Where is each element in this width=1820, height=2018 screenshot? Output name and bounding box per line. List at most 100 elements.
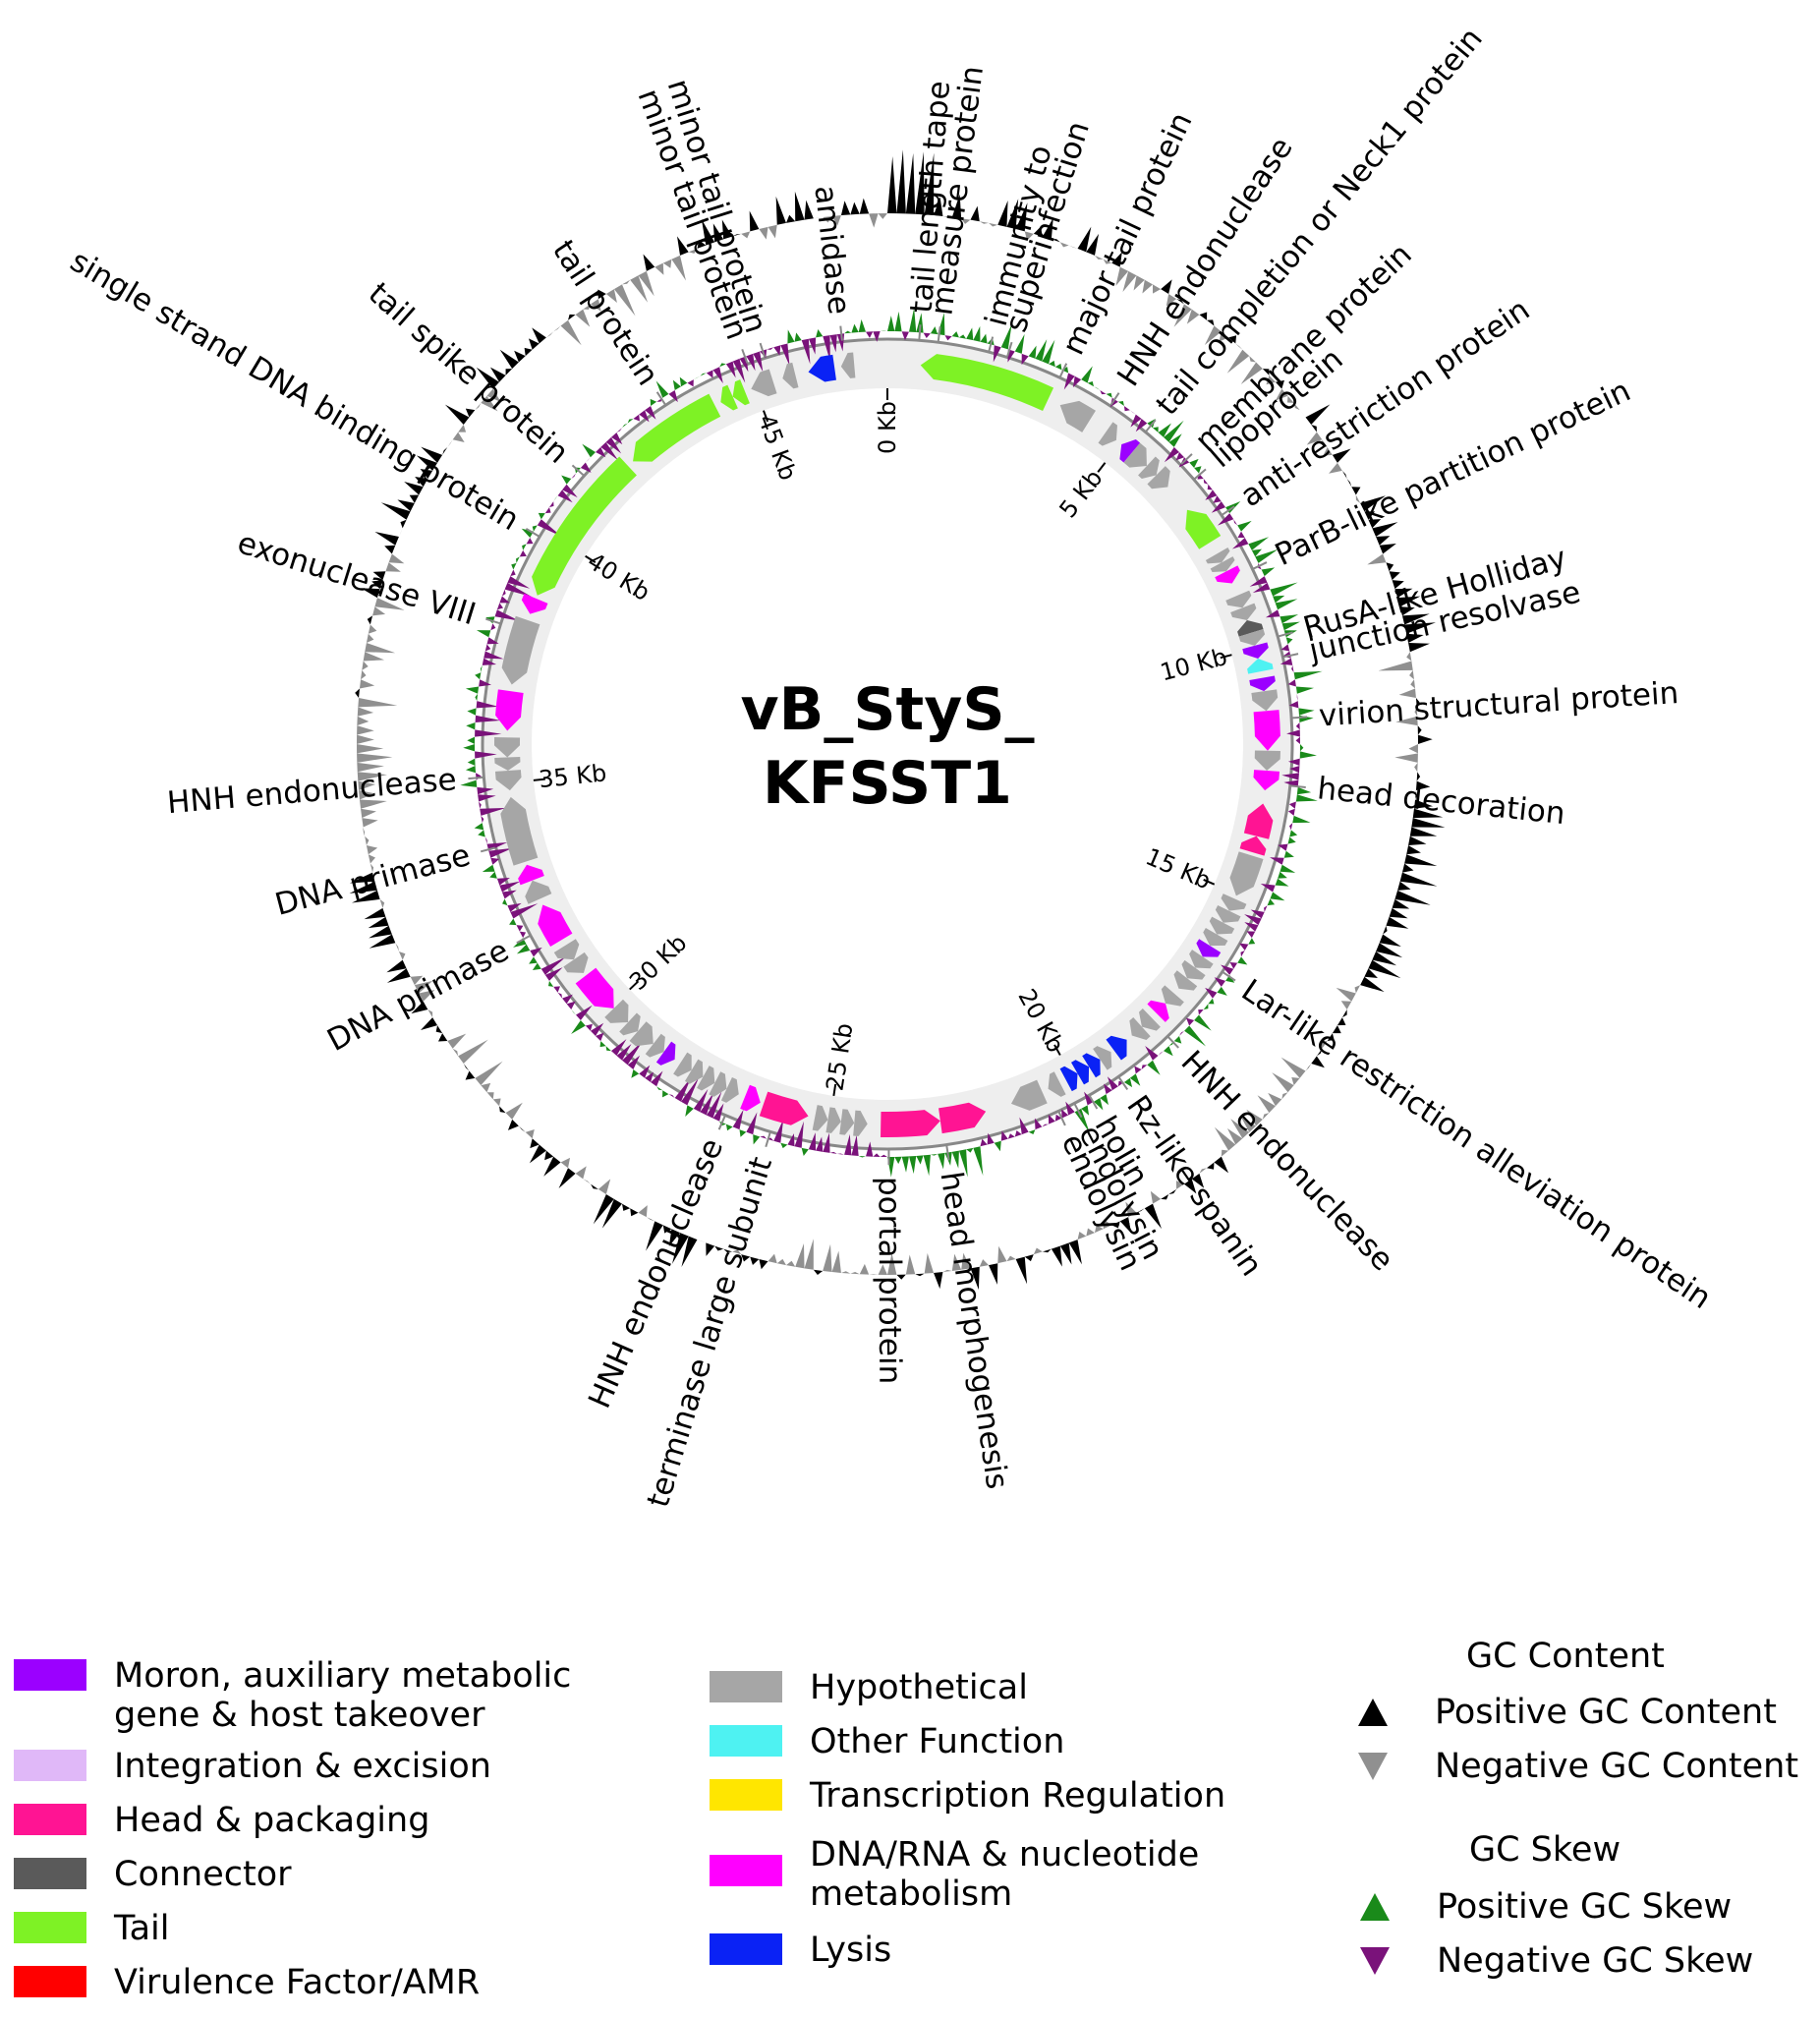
genome-title-line-2: KFSST1 (763, 749, 1012, 818)
gene-arrow-hypothetical (1138, 456, 1160, 480)
gene-annotation-label: tail protein (545, 234, 665, 392)
gene-annotation-label: head decoration (1316, 771, 1567, 832)
kb-label: 15 Kb (1142, 842, 1216, 894)
gene-arrow-head (759, 1091, 809, 1125)
legend-swatch-transcription (710, 1779, 782, 1811)
gene-arrow-hypothetical (709, 1071, 727, 1097)
gene-arrow-lysis (1071, 1060, 1090, 1085)
legend-item-connector: Connector (14, 1855, 292, 1894)
gene-arrow-hypothetical (1210, 556, 1235, 572)
annotation-tick (759, 342, 767, 358)
legend-item-dna: DNA/RNA & nucleotide metabolism (710, 1835, 1260, 1914)
annotation-tick (1253, 561, 1268, 570)
gene-arrow-dna (575, 967, 614, 1009)
gene-arrow-hypothetical (629, 1021, 654, 1047)
gene-arrow-tail (920, 354, 1054, 412)
annotation-tick (1222, 505, 1235, 516)
gene-arrow-hypothetical (1229, 851, 1264, 896)
annotation-tick (1193, 468, 1207, 480)
gene-arrow-hypothetical (684, 1059, 704, 1084)
gene-arrow-lysis (1059, 1066, 1078, 1092)
legend-label-dna: DNA/RNA & nucleotide metabolism (810, 1835, 1200, 1914)
legend-swatch-other (710, 1725, 782, 1757)
kb-tick (629, 980, 640, 991)
gene-arrow-head (1239, 836, 1267, 856)
legend-item-transcription: Transcription Regulation (710, 1776, 1225, 1816)
gene-arrow-other (1247, 658, 1274, 674)
annotation-tick (1145, 419, 1157, 432)
gene-arrow-hypothetical (501, 615, 540, 685)
gene-arrow-head (1243, 803, 1274, 839)
gene-arrow-hypothetical (619, 1012, 641, 1036)
legend-swatch-integration (14, 1750, 86, 1781)
legend-swatch-dna (710, 1855, 782, 1886)
kb-tick (1203, 879, 1216, 886)
outer-ring-line (481, 337, 1294, 1151)
gc-skew-negative-label: Negative GC Skew (1437, 1941, 1754, 1981)
annotation-tick (988, 336, 995, 352)
annotation-tick (1290, 784, 1306, 788)
annotation-tick (918, 324, 922, 340)
annotation-tick (717, 1116, 726, 1130)
annotation-tick (945, 1145, 950, 1161)
gc-content-positive-label: Positive GC Content (1435, 1693, 1777, 1732)
legend-item-moron: Moron, auxiliary metabolic gene & host t… (14, 1656, 623, 1735)
gene-arrow-hypothetical (825, 1107, 841, 1133)
genome-title-line-1: vB_StyS_ (740, 675, 1034, 744)
gene-annotation-label: exonuclease VIII (233, 525, 480, 632)
gene-arrow-hypothetical (1189, 950, 1214, 969)
gene-arrow-hypothetical (1251, 689, 1279, 712)
gene-annotation-label: terminase large subunit (641, 1153, 779, 1512)
gene-arrow-hypothetical (1123, 442, 1147, 468)
gene-arrow-tail (732, 379, 750, 406)
legend-item-tail: Tail (14, 1909, 169, 1948)
gene-arrow-hypothetical (853, 1110, 868, 1136)
gene-arrow-head (881, 1110, 940, 1138)
gene-arrow-dna (1253, 770, 1280, 791)
legend-label-head: Head & packaging (114, 1801, 430, 1840)
gene-annotation-label: ParB-like partition protein (1270, 373, 1636, 573)
negative-gc-skew-marker (1360, 1947, 1390, 1975)
legend-label-lysis: Lysis (810, 1931, 892, 1970)
gene-arrow-tail (1185, 509, 1222, 549)
annotation-tick (765, 1132, 771, 1148)
kb-label: 35 Kb (538, 759, 608, 793)
gene-arrow-moron (1196, 939, 1222, 957)
gene-annotation-label: amidase (807, 184, 856, 317)
annotation-tick (1278, 631, 1293, 638)
legend-label-transcription: Transcription Regulation (810, 1776, 1226, 1816)
gene-arrow-hypothetical (1225, 590, 1252, 608)
annotation-tick (839, 325, 843, 341)
gene-arrow-hypothetical (1048, 1071, 1066, 1097)
kb-label: 25 Kb (821, 1021, 858, 1093)
gene-arrow-hypothetical (525, 880, 552, 904)
legend-item-integration: Integration & excision (14, 1747, 491, 1786)
gene-arrow-hypothetical (720, 1076, 739, 1103)
kb-label: 20 Kb (1012, 984, 1069, 1057)
gene-arrow-hypothetical (1129, 1016, 1151, 1040)
annotation-tick (1058, 363, 1068, 377)
legend-swatch-virulence (14, 1966, 86, 1997)
gene-arrow-hypothetical (1139, 1009, 1161, 1031)
annotation-tick (741, 348, 749, 364)
legend-swatch-connector (14, 1858, 86, 1889)
gene-arrow-connector (1237, 620, 1264, 637)
legend-swatch-head (14, 1804, 86, 1835)
legend-swatch-tail (14, 1912, 86, 1943)
negative-gc-content-marker (1358, 1753, 1388, 1780)
gene-arrow-dna (740, 1084, 761, 1112)
kb-label: 40 Kb (583, 548, 654, 606)
legend-item-virulence: Virulence Factor/AMR (14, 1963, 480, 2002)
gene-arrow-hypothetical (1093, 1046, 1112, 1070)
kb-tick (585, 554, 597, 563)
gene-arrow-hypothetical (1238, 629, 1266, 646)
annotation-tick (1006, 341, 1013, 357)
backbone (481, 337, 1294, 1151)
gene-annotation-label: HNH endonuclease (166, 762, 458, 821)
gc-content-negative-label: Negative GC Content (1435, 1747, 1799, 1786)
gc-content-heading: GC Content (1466, 1637, 1665, 1676)
gene-arrow-hypothetical (1010, 1079, 1048, 1111)
annotation-tick (1283, 653, 1299, 659)
gene-arrow-hypothetical (839, 1109, 855, 1135)
